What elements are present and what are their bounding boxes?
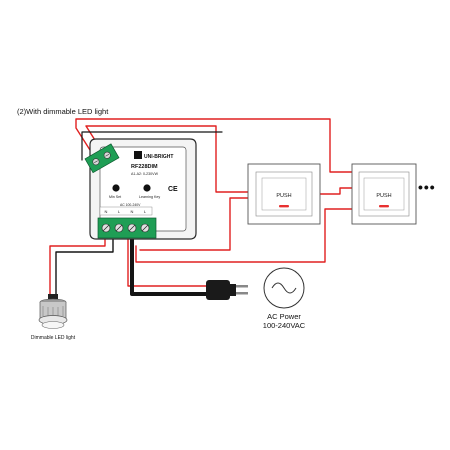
model-name: RF228DIM	[131, 164, 158, 170]
voltage-label: AC 100-240V	[120, 203, 141, 207]
ce-mark-icon: CE	[168, 186, 178, 193]
terminal-label-2: L	[118, 209, 121, 214]
diagram-heading: (2)With dimmable LED light	[17, 107, 109, 116]
live-wire-switch1-return	[139, 197, 249, 251]
wires	[49, 118, 353, 297]
terminal-label-3: N	[131, 209, 134, 214]
brand-logo	[134, 151, 142, 159]
rating-text: A1-A2: 0-230VW	[131, 172, 159, 176]
push-label-1: PUSH	[276, 193, 291, 199]
push-switch-1: PUSH	[247, 163, 321, 225]
live-wire-top-outer	[75, 118, 353, 173]
power-label: AC Power	[267, 312, 301, 321]
push-switch-2: PUSH	[351, 163, 417, 225]
terminal-label-4: L	[144, 209, 147, 214]
terminal-label-1: N	[105, 209, 108, 214]
min-set-label: Min Set	[109, 195, 121, 199]
ac-power-source	[263, 267, 305, 309]
power-cord-black	[130, 236, 210, 296]
dimmer-module: UNI-BRIGHT RF228DIM A1-A2: 0-230VW Min S…	[84, 138, 197, 240]
live-wire-switch-link	[319, 187, 353, 195]
led-wire-red	[49, 237, 106, 297]
push-label-2: PUSH	[376, 193, 391, 199]
bottom-terminal-block	[97, 217, 157, 239]
ac-plug-icon	[206, 280, 248, 300]
learning-key-label: Learning Key	[139, 195, 160, 199]
power-cord-red	[127, 237, 209, 287]
min-set-button[interactable]	[112, 184, 120, 192]
led-wire-black	[55, 237, 114, 297]
learning-key-button[interactable]	[143, 184, 151, 192]
live-wire-top-inner	[85, 125, 249, 193]
push-indicator-2	[379, 205, 389, 208]
brand-name: UNI-BRIGHT	[144, 154, 173, 160]
more-switches-indicator: •••	[418, 179, 436, 195]
push-indicator-1	[279, 205, 289, 208]
led-light-label: Dimmable LED light	[31, 335, 76, 341]
sine-wave-icon	[271, 282, 297, 294]
power-range: 100-240VAC	[263, 321, 306, 330]
top-terminal-block	[84, 143, 120, 174]
neutral-wire-top	[81, 131, 223, 161]
live-wire-bottom	[135, 208, 353, 263]
led-light-icon	[38, 294, 68, 329]
